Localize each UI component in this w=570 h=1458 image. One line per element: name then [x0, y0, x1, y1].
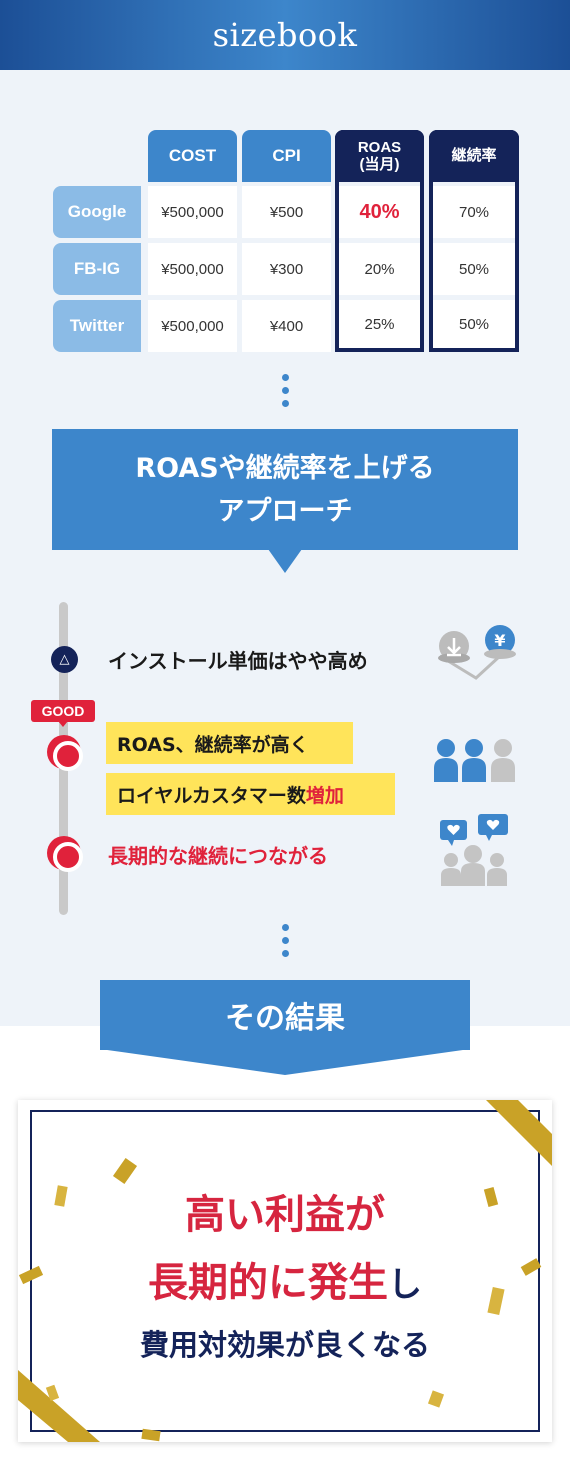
column-header-roas: ROAS (当月) — [335, 130, 424, 182]
yen-coin-icon: ¥ — [494, 631, 505, 650]
step-install-cost: インストール単価はやや高め — [108, 649, 368, 673]
table-cell-cost: ¥500,000 — [148, 186, 237, 238]
result-line-long-term-red: 長期的に発生 — [148, 1259, 388, 1306]
table-cell-cost: ¥500,000 — [148, 300, 237, 352]
result-line-cost-effectiveness: 費用対効果が良くなる — [139, 1328, 430, 1362]
table-cell-retention: 50% — [433, 300, 515, 348]
step-roas-high: ROAS、継続率が高く — [106, 722, 353, 764]
row-label-twitter: Twitter — [53, 300, 141, 352]
table-cell-cpi: ¥300 — [242, 243, 331, 295]
approach-banner: ROASや継続率を上げる アプローチ — [52, 429, 518, 550]
column-header-cost: COST — [148, 130, 237, 182]
table-cell-roas: 20% — [339, 243, 420, 295]
row-label-google: Google — [53, 186, 141, 238]
table-cell-cost: ¥500,000 — [148, 243, 237, 295]
good-badge: GOOD — [31, 700, 95, 727]
result-card: 高い利益が 長期的に発生し 費用対効果が良くなる — [18, 1100, 552, 1442]
column-header-retention: 継続率 — [429, 130, 519, 182]
step-loyal-customers: ロイヤルカスタマー数増加 — [106, 773, 395, 815]
double-circle-marker-icon — [47, 735, 83, 771]
row-label-fb-ig: FB-IG — [53, 243, 141, 295]
table-cell-cpi: ¥400 — [242, 300, 331, 352]
result-banner: その結果 — [100, 980, 470, 1050]
separator-dots — [281, 374, 289, 413]
table-cell-cpi: ¥500 — [242, 186, 331, 238]
column-header-cpi: CPI — [242, 130, 331, 182]
brand-logo: sizebook — [212, 16, 358, 54]
result-line-long-term-suffix: し — [388, 1265, 422, 1305]
result-line-long-term: 長期的に発生し — [18, 1250, 552, 1308]
download-coin-icon: ¥ — [438, 625, 516, 680]
chat-heart-people-icon — [440, 814, 508, 886]
double-circle-marker-icon — [47, 836, 83, 872]
approach-line1: ROASや継続率を上げる — [135, 452, 435, 484]
result-line-high-profit: 高い利益が — [185, 1191, 385, 1238]
approach-arrow — [268, 549, 302, 573]
result-arrow — [100, 1049, 470, 1075]
table-cell-retention: 70% — [433, 186, 515, 238]
step-loyal-customers-text: ロイヤルカスタマー数 — [117, 784, 306, 807]
triangle-marker-icon: △ — [51, 646, 78, 673]
confetti-icon — [18, 1100, 552, 1442]
table-cell-roas: 40% — [339, 186, 420, 238]
separator-dots — [281, 924, 289, 963]
step-roas-high-text: ROAS、継続率が高く — [117, 733, 309, 756]
step-long-term: 長期的な継続につながる — [108, 844, 328, 868]
table-cell-retention: 50% — [433, 243, 515, 295]
header: sizebook — [0, 0, 570, 70]
approach-line2: アプローチ — [217, 495, 353, 527]
table-cell-roas: 25% — [339, 300, 420, 348]
people-group-icon — [434, 739, 515, 782]
step-loyal-increase-text: 増加 — [305, 784, 344, 807]
